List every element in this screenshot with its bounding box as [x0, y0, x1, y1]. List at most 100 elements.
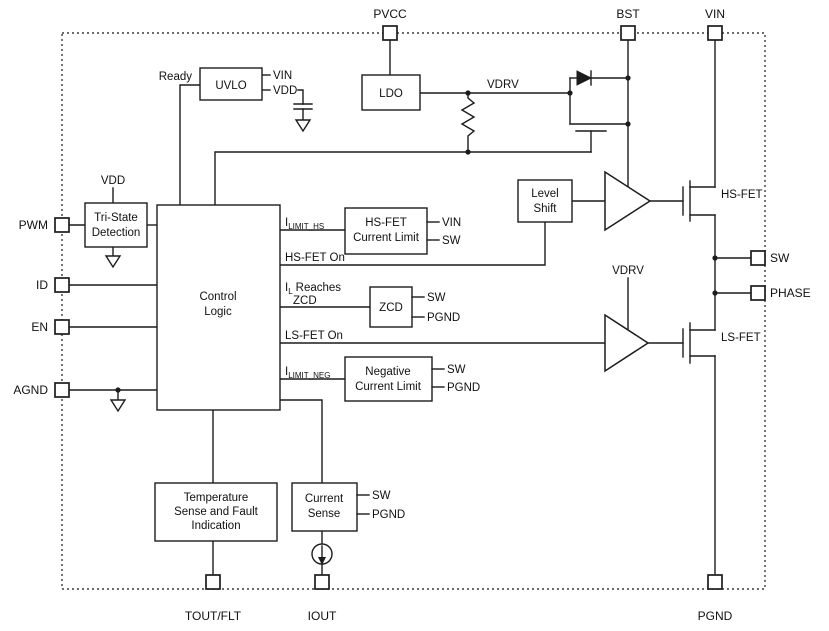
block-temp-sense-rect — [154, 482, 278, 542]
ilimit-hs-base: I — [285, 217, 288, 229]
blocks: UVLO LDO Tri-State Detection Control Log… — [84, 67, 573, 542]
pin-phase-label: PHASE — [770, 286, 811, 300]
il-sub: L — [288, 287, 293, 296]
wire-hsfet-on — [279, 221, 546, 266]
block-hs-current-limit-label-1: HS-FET — [365, 217, 407, 229]
symbols — [104, 70, 718, 565]
ilimit-hs-sub: LIMIT_HS — [288, 222, 324, 231]
hs-driver-icon — [604, 170, 652, 232]
block-ldo: LDO — [361, 74, 421, 111]
uvlo-vin-label: VIN — [273, 70, 292, 82]
wire-control-to-current-sense — [279, 399, 323, 484]
block-level-shift: Level Shift — [517, 179, 573, 223]
pin-pvcc — [382, 25, 398, 41]
pin-pvcc-label: PVCC — [373, 7, 407, 21]
pin-iout — [314, 574, 330, 590]
pin-pwm-label: PWM — [19, 218, 48, 232]
block-temp-sense-label-1: Temperature — [184, 492, 249, 504]
signal-labels: Ready VIN VDD VDD VDRV VDRV ILIMIT_HS HS… — [101, 70, 763, 380]
junction-dot — [625, 121, 631, 127]
block-tri-state-rect — [84, 202, 148, 248]
neg-cl-out-sw-label: SW — [447, 364, 466, 376]
current-source-arrow-head — [318, 557, 326, 565]
ilimit-hs-label: ILIMIT_HS — [285, 217, 324, 231]
ilimit-neg-sub: LIMIT_NEG — [288, 371, 330, 380]
wire-ready — [179, 84, 201, 206]
il-base: I — [285, 282, 288, 294]
ground-icon — [294, 119, 312, 133]
diode-triangle — [576, 70, 593, 86]
block-uvlo-rect — [199, 67, 263, 101]
block-control-logic-label-1: Control — [199, 291, 236, 303]
il-rest: Reaches — [296, 282, 342, 294]
block-level-shift-rect — [517, 179, 573, 223]
block-uvlo: UVLO — [199, 67, 263, 101]
pins: PVCC BST VIN PWM ID EN AGND SW PHASE TOU… — [13, 7, 810, 623]
cs-out-pgnd-label: PGND — [372, 509, 405, 521]
hs-cl-out-vin-label: VIN — [442, 217, 461, 229]
pin-en-label: EN — [31, 320, 48, 334]
ilimit-neg-base: I — [285, 366, 288, 378]
pin-vin — [707, 25, 723, 41]
pin-pwm — [54, 217, 70, 233]
wire-vdd-to-cap — [297, 89, 304, 105]
neg-cl-out-pgnd-label: PGND — [447, 382, 480, 394]
block-zcd: ZCD SW PGND — [369, 286, 460, 328]
ls-fet-icon — [682, 322, 716, 364]
block-neg-current-limit-rect — [344, 356, 433, 402]
zcd-out-pgnd-label: PGND — [427, 312, 460, 324]
vdrv-top-label: VDRV — [487, 79, 519, 91]
pin-vin-label: VIN — [705, 7, 725, 21]
pin-id-label: ID — [36, 278, 48, 292]
junction-dot — [465, 90, 471, 96]
pin-pgnd-label: PGND — [698, 609, 733, 623]
pin-agnd-label: AGND — [13, 383, 48, 397]
pin-iout-label: IOUT — [308, 609, 337, 623]
block-negative-current-limit: Negative Current Limit SW PGND — [344, 356, 480, 402]
hs-fet-icon — [682, 180, 716, 222]
pin-tout-flt — [205, 574, 221, 590]
zcd-out-sw-label: SW — [427, 292, 446, 304]
ground-icon — [109, 399, 127, 413]
pin-sw-label: SW — [770, 251, 790, 265]
capacitor-icon — [293, 103, 313, 121]
bootstrap-diode-icon — [569, 70, 629, 86]
ilimit-neg-label: ILIMIT_NEG — [285, 366, 330, 380]
pin-sw — [750, 250, 766, 266]
block-ldo-rect — [361, 74, 421, 111]
block-current-sense: Current Sense SW PGND — [291, 482, 405, 532]
pin-pgnd — [707, 574, 723, 590]
pin-agnd — [54, 382, 70, 398]
block-current-sense-rect — [291, 482, 358, 532]
current-source-icon — [311, 543, 333, 565]
block-level-shift-label-1: Level — [531, 188, 559, 200]
ground-icon — [104, 255, 122, 269]
block-tri-state-label-1: Tri-State — [94, 212, 138, 224]
block-zcd-rect — [369, 286, 413, 328]
block-uvlo-label: UVLO — [215, 80, 246, 92]
block-hs-current-limit-label-2: Current Limit — [353, 232, 420, 244]
junction-dot — [115, 387, 121, 393]
block-hs-current-limit: HS-FET Current Limit VIN SW — [344, 207, 461, 255]
block-ldo-label: LDO — [379, 88, 403, 100]
pin-en — [54, 319, 70, 335]
block-tri-state-detection: Tri-State Detection — [84, 202, 148, 248]
device-boundary — [61, 32, 766, 590]
junction-dot — [712, 290, 718, 296]
resistor-icon — [460, 92, 476, 153]
pin-bst-label: BST — [616, 7, 640, 21]
hs-fet-label: HS-FET — [721, 189, 763, 201]
junction-dot — [625, 75, 631, 81]
ready-label: Ready — [159, 71, 192, 83]
bootstrap-fet-icon — [569, 123, 629, 153]
ls-fet-label: LS-FET — [721, 332, 761, 344]
block-neg-current-limit-label-1: Negative — [365, 366, 410, 378]
wires — [68, 39, 752, 576]
block-temp-sense: Temperature Sense and Fault Indication — [154, 482, 278, 542]
hs-cl-out-sw-label: SW — [442, 235, 461, 247]
block-control-logic-label-2: Logic — [204, 306, 232, 318]
block-temp-sense-label-2: Sense and Fault — [174, 506, 259, 518]
zcd-word-label: ZCD — [293, 295, 317, 307]
junction-dots — [115, 75, 718, 393]
